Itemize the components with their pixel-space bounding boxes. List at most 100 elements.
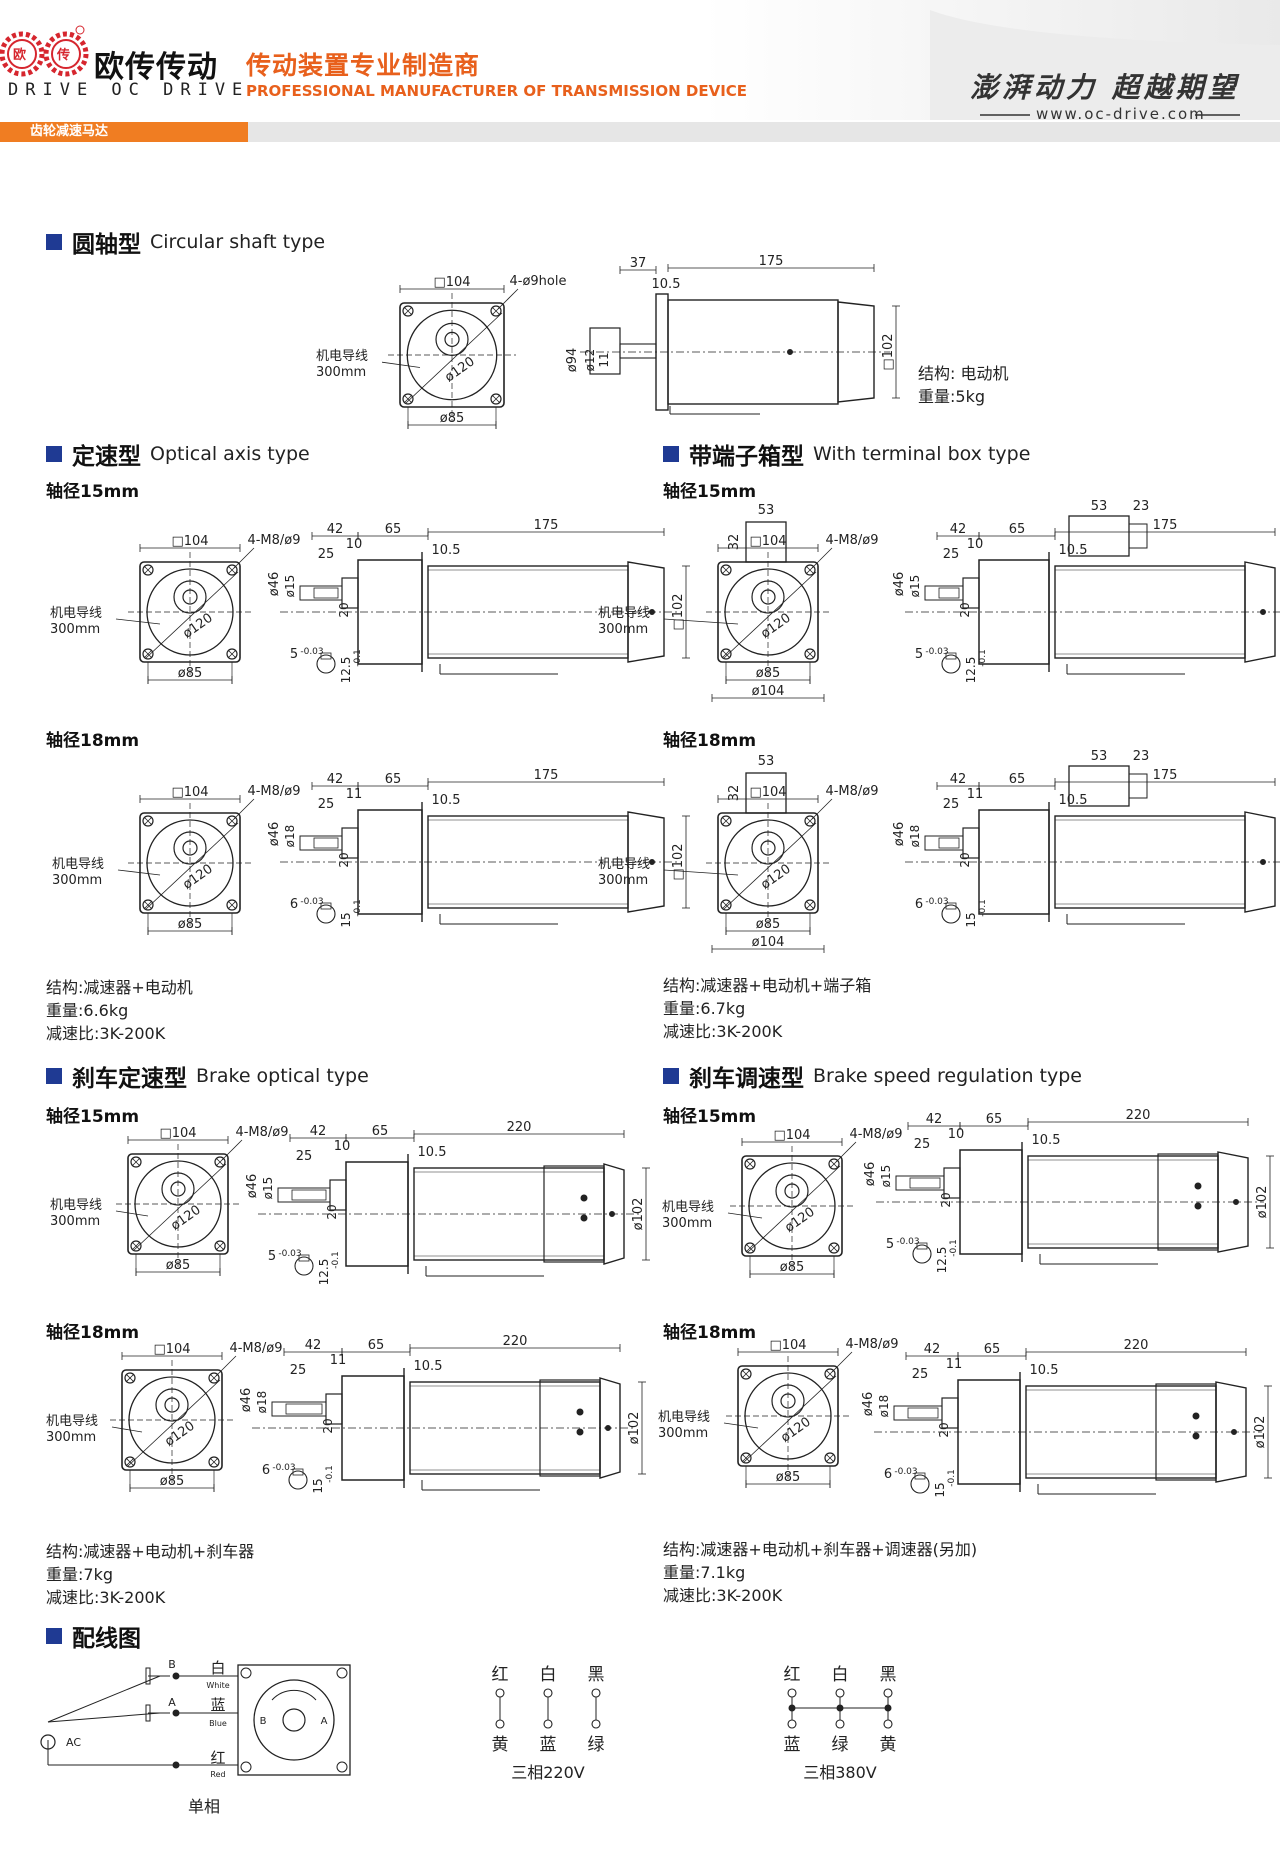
title-square-icon	[663, 1068, 679, 1084]
section-title-brake-optical: 刹车定速型 Brake optical type	[46, 1062, 369, 1092]
wire-label: 机电导线	[50, 1198, 102, 1213]
dimension-label: 65	[385, 522, 402, 537]
drawing-line	[723, 1422, 759, 1429]
dimension-label: 10.5	[1030, 1363, 1059, 1378]
spec-weight: 重量:7.1kg	[663, 1563, 746, 1582]
drawing-circle	[172, 1672, 180, 1680]
dimension-label: ø85	[780, 1260, 805, 1275]
dimension-label: 白	[210, 1659, 225, 1677]
dimension-label: ø102	[1255, 1186, 1270, 1219]
section-title-cn: 刹车调速型	[689, 1066, 804, 1092]
wire-length-label: 300mm	[50, 622, 100, 637]
wire-length-label: 300mm	[658, 1426, 708, 1441]
section-title-en: With terminal box type	[813, 443, 1031, 465]
drawing-circle	[240, 1667, 252, 1679]
dimension-label: □102	[881, 333, 896, 370]
spec-structure: 结构:减速器+电动机	[46, 978, 193, 997]
dimension-label: 白	[540, 1665, 557, 1685]
brand-name-cn: 欧传传动	[94, 50, 218, 85]
dimension-label: ø120	[180, 862, 215, 893]
dimension-label: 10	[967, 537, 984, 552]
side-view-drawing: 4225116517510.5ø102ø46ø18206-0.0315-0.15…	[892, 749, 1280, 928]
dimension-label: 25	[318, 547, 335, 562]
dimension-label: 42	[327, 522, 344, 537]
dimension-label: 175	[759, 254, 784, 269]
dimension-label: 25	[914, 1137, 931, 1152]
dimension-label: -0.1	[949, 1239, 959, 1257]
drawing-circle	[1231, 1429, 1237, 1435]
dimension-label: □104	[769, 1338, 806, 1353]
dimension-label: ø120	[758, 611, 793, 642]
bolt-hole-icon	[208, 1372, 220, 1384]
slogan: 澎湃动力 超越期望	[970, 71, 1240, 104]
bolt-hole-icon	[226, 648, 238, 660]
dimension-label: 220	[1124, 1338, 1149, 1353]
dimension-label: 23	[1133, 499, 1150, 514]
section-title-en: Brake optical type	[196, 1065, 369, 1087]
dimension-label: ø46	[861, 1392, 876, 1417]
end-cap	[1244, 561, 1276, 663]
dimension-label: 12.5	[339, 657, 353, 684]
drawing-circle	[172, 1709, 180, 1717]
dimension-label: 15	[964, 912, 978, 927]
dimension-label: 20	[337, 852, 351, 867]
wire-length-label: 300mm	[598, 622, 648, 637]
wire-length-label: 300mm	[52, 873, 102, 888]
dimension-label: ø85	[160, 1474, 185, 1489]
drawing-line	[127, 1379, 221, 1467]
wire-label: 机电导线	[598, 857, 650, 872]
dimension-label: 6	[915, 897, 923, 912]
dimension-label: 32	[727, 534, 742, 551]
dimension-label: 42	[950, 772, 967, 787]
spec-ratio: 减速比:3K-200K	[663, 1586, 783, 1605]
drawing-rect	[938, 587, 960, 599]
drawing-line	[805, 900, 815, 910]
dimension-label: 11	[946, 1357, 963, 1372]
header-divider	[248, 122, 1280, 142]
drawing-line	[209, 1457, 219, 1467]
drawing-line	[403, 394, 413, 404]
shaft-diameter-label: 轴径15mm	[663, 1107, 757, 1127]
drawing-circle	[316, 904, 336, 924]
rotation-arrow-icon	[271, 1689, 317, 1701]
drawing-circle	[605, 1425, 611, 1431]
dimension-label: 10	[346, 537, 363, 552]
drawing-rect	[745, 772, 787, 814]
dimension-label: ø102	[631, 1198, 646, 1231]
drawing-line	[381, 361, 421, 368]
spec-structure: 结构:减速器+电动机+刹车器+调速器(另加)	[663, 1540, 978, 1559]
dimension-label: 5	[886, 1237, 894, 1252]
dimension-label: 黄	[880, 1735, 897, 1755]
dimension-label: 红	[210, 1749, 225, 1767]
dimension-label: 4-M8/ø9	[229, 1341, 282, 1356]
header-graphics	[0, 0, 1280, 120]
dimension-label: 6	[262, 1463, 270, 1478]
dimension-label: 25	[912, 1367, 929, 1382]
dimension-label: 4-ø9hole	[510, 274, 567, 289]
bolt-hole-icon	[226, 564, 238, 576]
drawing-circle	[649, 859, 655, 865]
dimension-label: □104	[171, 785, 208, 800]
page-header: 欧 传 欧传传动 DRIVE OC DRIVE 传动装置专业制造商 PROFES…	[0, 0, 1280, 145]
bolt-hole-icon	[804, 899, 816, 911]
drawing-circle	[941, 904, 961, 924]
dimension-label: 5	[290, 647, 298, 662]
drawing-line	[143, 900, 153, 910]
dimension-label: 53	[758, 503, 775, 518]
spec-structure: 结构: 电动机	[918, 364, 1009, 383]
dimension-label: 15	[339, 912, 353, 927]
dimension-label: 白	[832, 1665, 849, 1685]
drawing-circle	[240, 1761, 252, 1773]
spec-ratio: 减速比:3K-200K	[46, 1024, 166, 1043]
ac-source-icon	[40, 1734, 56, 1750]
logo-left-char: 欧	[13, 48, 27, 63]
drawing-circle	[576, 1408, 584, 1416]
spec-weight: 重量:7kg	[46, 1565, 113, 1584]
section-title-en: Circular shaft type	[150, 231, 326, 253]
wire-label: 机电导线	[50, 606, 102, 621]
end-cap	[837, 301, 875, 403]
bolt-hole-icon	[804, 564, 816, 576]
